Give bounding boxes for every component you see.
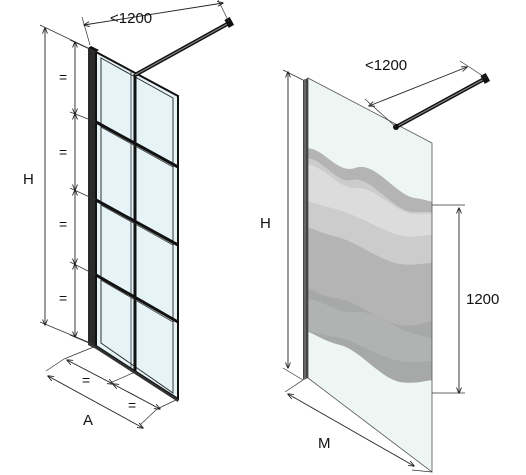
left-equal-mark-4: = [59,290,67,306]
wave-pattern [308,148,432,383]
right-patterned-panel [303,73,491,473]
right-height-label: H [260,215,271,232]
left-width-a-label: A [83,412,93,429]
left-height-label: H [23,171,34,188]
left-frame-edge [88,48,96,346]
right-pattern-height-label: 1200 [466,291,499,308]
left-equal-mark-2: = [59,144,67,160]
right-width-label: <1200 [365,57,407,74]
left-grid-panel [88,17,235,402]
left-width-label: <1200 [110,10,152,27]
left-equal-mark-6: = [128,397,136,413]
left-glass [96,52,178,399]
left-equal-mark-3: = [59,216,67,232]
left-support-bar [134,17,235,77]
right-dimensions [282,60,487,473]
right-wall-profile [303,78,308,380]
left-transoms [95,120,179,324]
left-frame-inner [100,57,174,394]
left-equal-mark-5: = [82,372,90,388]
right-width-m-label: M [318,435,331,452]
right-support-bar [393,73,491,130]
left-dimensions [39,0,230,428]
left-equal-mark-1: = [59,69,67,85]
